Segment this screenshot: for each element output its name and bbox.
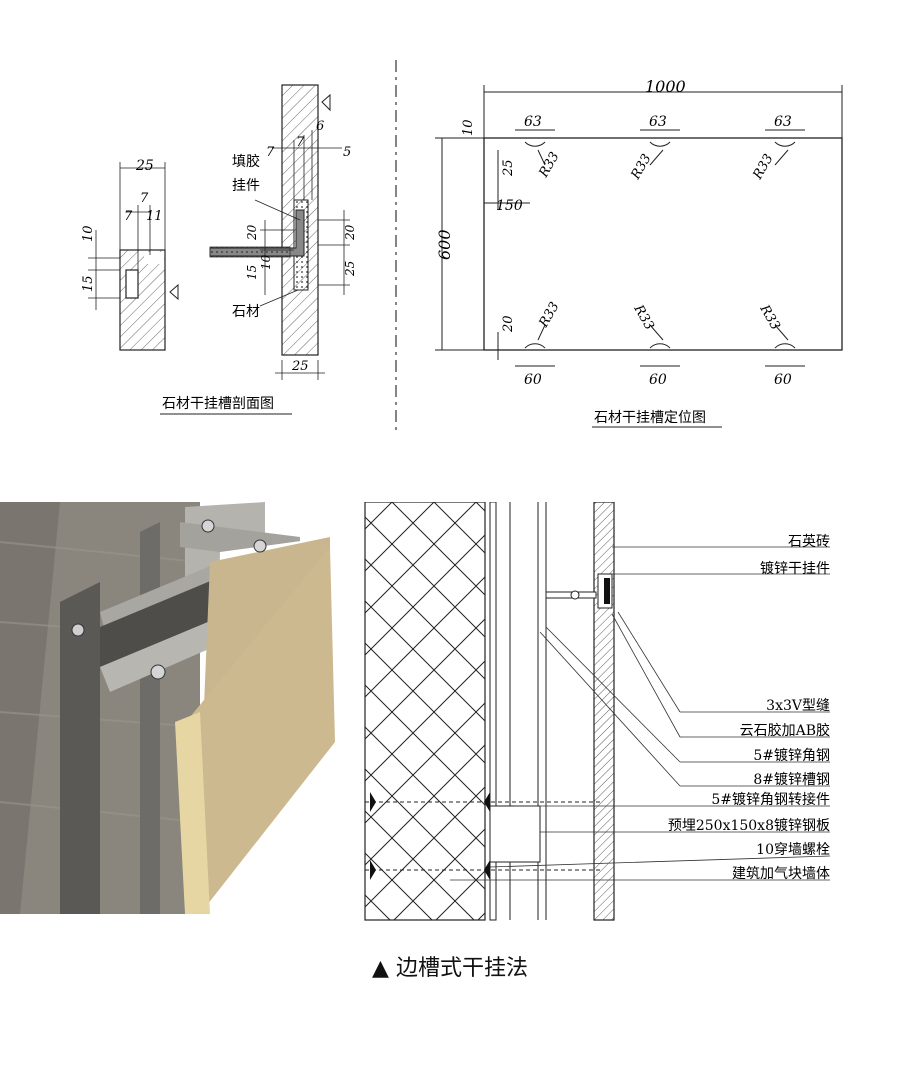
radius-top-2: R33 — [628, 152, 655, 183]
stone-slot-positioning-drawing: 1000 600 10 63 63 63 R33 R33 R33 R33 R33… — [435, 77, 843, 428]
label-stone: 石材 — [232, 304, 260, 320]
label-angle-adapter: 5#镀锌角钢转接件 — [711, 791, 830, 808]
slot-top-1: 63 — [524, 114, 542, 130]
cladding-3d-render — [0, 502, 340, 914]
dim-150-positioning: 150 — [496, 198, 523, 214]
dim-25-mid-right: 25 — [343, 261, 357, 277]
left-section-slab — [119, 249, 179, 351]
dim-10-left: 10 — [81, 225, 96, 242]
dim-15-mid-left: 15 — [245, 265, 259, 280]
section-drawing-title: 石材干挂槽剖面图 — [162, 396, 274, 412]
dim-20-positioning: 20 — [501, 315, 516, 333]
label-marble-glue: 云石胶加AB胶 — [740, 722, 830, 739]
stone-slot-section-drawing: 25 7 7 11 10 15 7 7 6 5 20 15 10 20 25 — [81, 84, 357, 415]
label-v-groove: 3x3V型缝 — [766, 698, 830, 714]
dim-7b-left: 7 — [124, 209, 133, 224]
dim-10-mid-left: 10 — [259, 254, 273, 270]
dim-25-mid-bottom: 25 — [291, 359, 309, 374]
dim-7a-mid: 7 — [266, 145, 275, 160]
dim-11-left: 11 — [146, 209, 163, 224]
dim-top-offset: 10 — [461, 119, 476, 136]
dim-20-mid-left: 20 — [245, 224, 259, 241]
slot-bottom-1: 60 — [524, 372, 542, 388]
slot-top-2: 63 — [649, 114, 667, 130]
positioning-drawing-title: 石材干挂槽定位图 — [594, 410, 706, 426]
label-angle-steel: 5#镀锌角钢 — [753, 747, 830, 764]
dim-6-mid: 6 — [316, 119, 324, 134]
label-channel-steel: 8#镀锌槽钢 — [753, 771, 830, 788]
label-through-bolt: 10穿墙螺栓 — [756, 842, 830, 858]
dim-25-positioning: 25 — [501, 159, 516, 177]
dim-20-mid-right: 20 — [343, 224, 357, 241]
slot-bottom-2: 60 — [649, 372, 667, 388]
dim-height: 600 — [435, 229, 454, 260]
dim-25-left: 25 — [135, 158, 154, 174]
dim-7a-left: 7 — [140, 191, 149, 206]
slot-top-3: 63 — [774, 114, 792, 130]
radius-bottom-3: R33 — [756, 302, 783, 333]
label-glue: 填胶 — [232, 153, 260, 170]
label-hanger: 挂件 — [232, 178, 260, 194]
label-embedded-plate: 预埋250x150x8镀锌钢板 — [668, 817, 830, 834]
dim-width: 1000 — [645, 77, 686, 96]
label-quartz-tile: 石英砖 — [788, 533, 830, 550]
radius-bottom-1: R33 — [536, 300, 563, 331]
dim-7b-mid: 7 — [296, 135, 305, 150]
dim-5-mid: 5 — [343, 145, 351, 160]
radius-top-3: R33 — [750, 152, 777, 183]
drawing-separator — [395, 60, 397, 435]
label-galvanized-hanger: 镀锌干挂件 — [760, 560, 830, 577]
middle-section-slab — [209, 84, 331, 356]
slot-bottom-3: 60 — [774, 372, 792, 388]
dim-15-left: 15 — [81, 275, 96, 292]
label-aerated-block-wall: 建筑加气块墙体 — [732, 866, 830, 882]
figure-caption: ▲ 边槽式干挂法 — [372, 956, 528, 981]
cladding-detail-drawing: 石英砖 镀锌干挂件 3x3V型缝 云石胶加AB胶 5#镀锌角钢 8#镀锌槽钢 5… — [364, 502, 831, 921]
